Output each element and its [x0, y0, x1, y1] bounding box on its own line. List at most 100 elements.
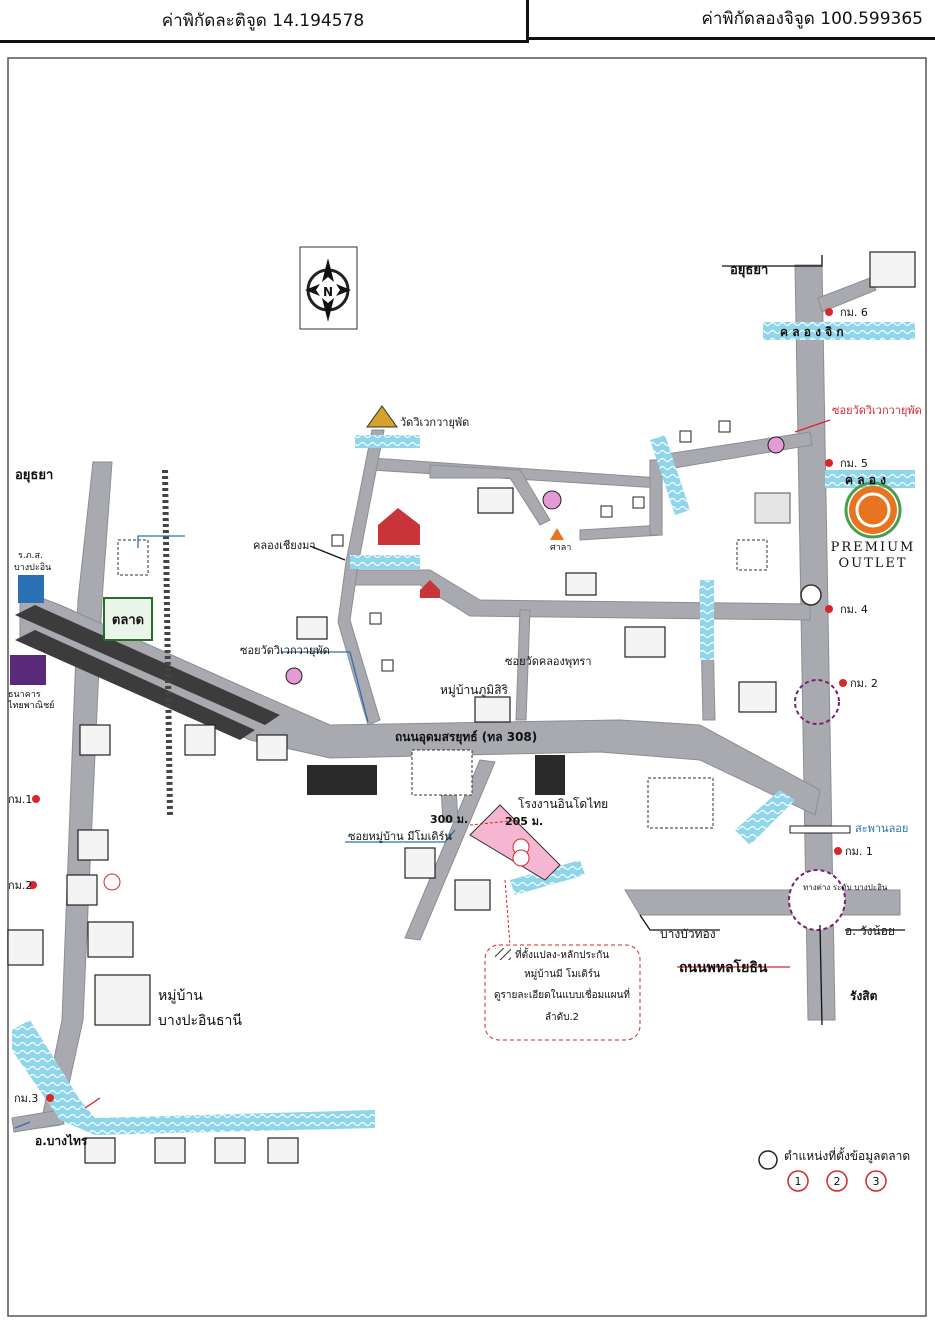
small-red-house-icon: [420, 580, 440, 598]
dormitory-icon: [542, 490, 562, 510]
km4-label: กม. 4: [840, 603, 868, 616]
canal-wat: [355, 435, 420, 448]
village-icon-9: [256, 734, 288, 761]
left-km3-label: กม.3: [14, 1092, 38, 1105]
village-icon-4: [624, 626, 666, 658]
village-icon-1: [477, 487, 514, 514]
village-icon-8: [184, 724, 216, 756]
market-legend: ตำแหน่งที่ตั้งข้อมูลตลาด 1 2 3: [758, 1147, 910, 1192]
ayutthaya-top-label: อยุธยา: [730, 263, 768, 278]
km-markers: [29, 308, 847, 1102]
distance-line: [469, 819, 521, 826]
village-icon-11: [66, 874, 98, 906]
left-km1-marker: [32, 795, 40, 803]
village-icon-5: [738, 681, 777, 713]
premium-outlet-logo: PREMIUM OUTLET: [831, 481, 916, 571]
village-road-4: [649, 459, 663, 536]
canal-southeast: [735, 790, 795, 845]
overpass-icon: [789, 825, 851, 834]
latitude-text: ค่าพิกัดละติจูด 14.194578: [161, 10, 365, 31]
site-legend-line-2: หมู่บ้านมี โมเดิร์น: [524, 967, 600, 980]
site-marker-2: [103, 873, 121, 891]
soi-mu-ban-mi-label: ซอยหมู่บ้าน มีโมเดิร์น: [348, 829, 452, 843]
leader-lines: [14, 535, 456, 1129]
red-arrows: [84, 419, 831, 1109]
left-km1-label: กม.1: [8, 793, 32, 806]
railway: [15, 469, 280, 816]
soi-wat-khlong-label: ซอยวัดคลองพุทรา: [505, 655, 592, 668]
village-road-ne: [817, 277, 877, 313]
site-legend-line-4: ลำดับ.2: [545, 1012, 579, 1023]
police-label: ร.ภ.ส.: [18, 551, 43, 561]
bang-bua-thong-label: บางบัวทอง: [660, 927, 716, 941]
market-legend-title: ตำแหน่งที่ตั้งข้อมูลตลาด: [784, 1147, 910, 1164]
bank-label: ธนาคาร: [8, 690, 41, 700]
left-road-308: [39, 461, 113, 1129]
village-icon-16: [454, 879, 491, 911]
village-phumsiri-label: หมู่บ้านภูมิสิริ: [440, 683, 509, 698]
village-icon-17: [84, 1137, 116, 1164]
factory-indo-thai-label: โรงงานอินโดไทย: [518, 797, 608, 811]
interchange-label: ทางต่าง ระดับ บางปะอิน: [803, 883, 888, 892]
market-sign: [103, 597, 153, 641]
left-km2-label: กม.2: [8, 879, 32, 892]
map-labels: อยุธยา อยุธยา กม. 6 กม. 5 กม. 4 กม. 2 กม…: [7, 263, 922, 1148]
village-icon-13: [7, 929, 44, 966]
canal-klong-chiang: [350, 555, 420, 569]
factory-right: [535, 755, 565, 795]
black-arrows: [309, 255, 905, 1026]
bang-bua-thong-road: [624, 889, 901, 916]
distance-300-label: 300 ม.: [430, 813, 468, 826]
km5-label: กม. 5: [840, 457, 868, 470]
official-buildings: [117, 539, 768, 829]
longitude-header: ค่าพิกัดลองจิจูด 100.599365: [529, 0, 935, 40]
temple-icon-right: [736, 539, 768, 571]
canals: [12, 322, 915, 1135]
canal-south: [12, 1020, 375, 1135]
site-legend-box: [484, 944, 641, 1041]
site-legend-text: ที่ตั้งแปลง-หลักประกัน หมู่บ้านมี โมเดิร…: [494, 947, 630, 1023]
village-icon-7: [79, 724, 111, 756]
soi-wat-wiwek-top-label: ซอยวัดวิเวกวายุพัด: [832, 404, 922, 417]
bang-sai-road: [11, 1109, 65, 1133]
market-legend-marker-3-circle: [865, 1170, 887, 1192]
km2-label: กม. 2: [850, 677, 878, 690]
site-marker-3: [512, 849, 530, 867]
canal-km5: [825, 470, 915, 488]
site-callout-line: [504, 879, 511, 946]
canal-diagonal: [650, 435, 690, 515]
sala-label: ศาลา: [550, 543, 571, 553]
map-frame: [7, 57, 927, 1317]
village-icon-14: [94, 974, 151, 1026]
police-label-2: บางปะอิน: [14, 562, 51, 573]
hospital-icon: [754, 492, 791, 524]
rangsit-label: รังสิต: [850, 989, 878, 1003]
interchange-bang-pa-in: [788, 869, 846, 931]
wat-label: วัดวิเวกวายุพัด: [400, 416, 469, 429]
km2-marker: [839, 679, 847, 687]
village-icon-10: [77, 829, 109, 861]
bank-label-2: ไทยพาณิชย์: [7, 699, 54, 711]
market-legend-circle: [758, 1150, 778, 1170]
interchange-km2: [794, 679, 840, 725]
roundabout-km4: [800, 584, 822, 606]
soi-wat-wiwek-mid-label: ซอยวัดวิเวกวายุพัด: [240, 644, 330, 657]
main-road-label: ถนนอุดมสรยุทธ์ (ทล 308): [395, 730, 537, 745]
site-legend-line-3: ดูรายละเอียดในแบบเชื่อมแผนที่: [494, 987, 630, 1001]
ayutthaya-left-label: อยุธยา: [15, 468, 53, 483]
km6-label: กม. 6: [840, 306, 868, 319]
market-label: ตลาด: [112, 613, 144, 628]
outlet-label: OUTLET: [838, 556, 907, 571]
village-icon-6: [474, 696, 511, 723]
klong-chiang-ma-label: คลองเชียงมา: [253, 539, 316, 552]
factories: [307, 755, 565, 795]
left-km3-marker: [46, 1094, 54, 1102]
left-km2-marker: [29, 881, 37, 889]
police-logo: [18, 575, 44, 603]
premium-label: PREMIUM: [831, 540, 916, 555]
canal-mid-label: ค ล อ ง: [845, 473, 886, 487]
wang-noi-label: อ. วังน้อย: [845, 924, 895, 938]
market-legend-marker-3: 3: [873, 1175, 880, 1188]
road-km4: [349, 569, 811, 621]
